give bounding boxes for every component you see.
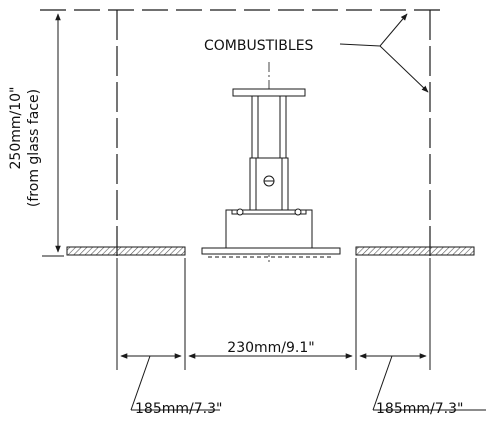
mount-upper-pole (251, 95, 287, 159)
left-side-label: 185mm/7.3" (135, 401, 222, 417)
mount-base-flange (201, 247, 341, 255)
ceiling-panels (66, 246, 475, 256)
combustibles-boundary (40, 9, 440, 258)
right-side-dimension (359, 353, 486, 411)
height-label-line2: (from glass face) (26, 89, 42, 207)
mount-body (225, 209, 313, 249)
right-side-label: 185mm/7.3" (376, 401, 463, 417)
left-side-dimension (120, 353, 220, 411)
ceiling-panel-left (66, 246, 186, 256)
projector-mount (201, 62, 341, 262)
combustibles-leader (339, 13, 429, 93)
mount-ceiling-plate (232, 88, 306, 97)
width-extension-lines (116, 258, 431, 370)
height-label-line1: 250mm/10" (8, 87, 24, 170)
height-dimension (42, 9, 64, 257)
opening-width-label: 230mm/9.1" (227, 340, 314, 356)
combustibles-label: COMBUSTIBLES (204, 38, 314, 54)
ceiling-panel-right (355, 246, 475, 256)
